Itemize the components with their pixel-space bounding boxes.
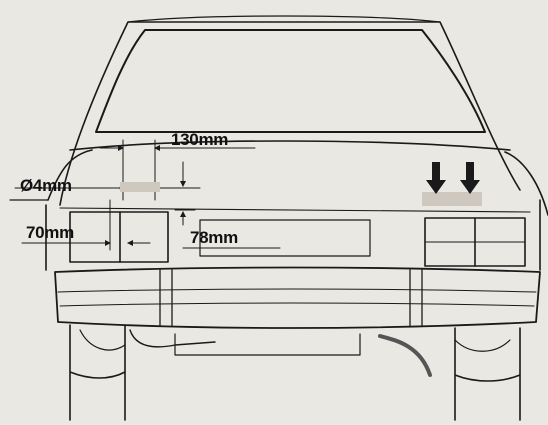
exhaust — [129, 329, 216, 348]
down-arrow-icon — [426, 162, 446, 194]
down-arrows — [426, 162, 480, 194]
body-outline — [59, 21, 521, 206]
licence-plate-area — [199, 219, 371, 257]
left-wheel — [69, 324, 126, 421]
right-wheel — [454, 327, 521, 421]
rear-window — [95, 29, 486, 133]
label-hole-diameter: Ø4mm — [20, 176, 72, 195]
rear-bumper — [54, 266, 541, 329]
label-78mm: 78mm — [190, 228, 238, 247]
boot-lid — [69, 140, 511, 151]
label-70mm: 70mm — [26, 223, 74, 242]
label-130mm: 130mm — [171, 130, 229, 149]
down-arrow-icon — [460, 162, 480, 194]
left-tail-light — [69, 211, 169, 263]
